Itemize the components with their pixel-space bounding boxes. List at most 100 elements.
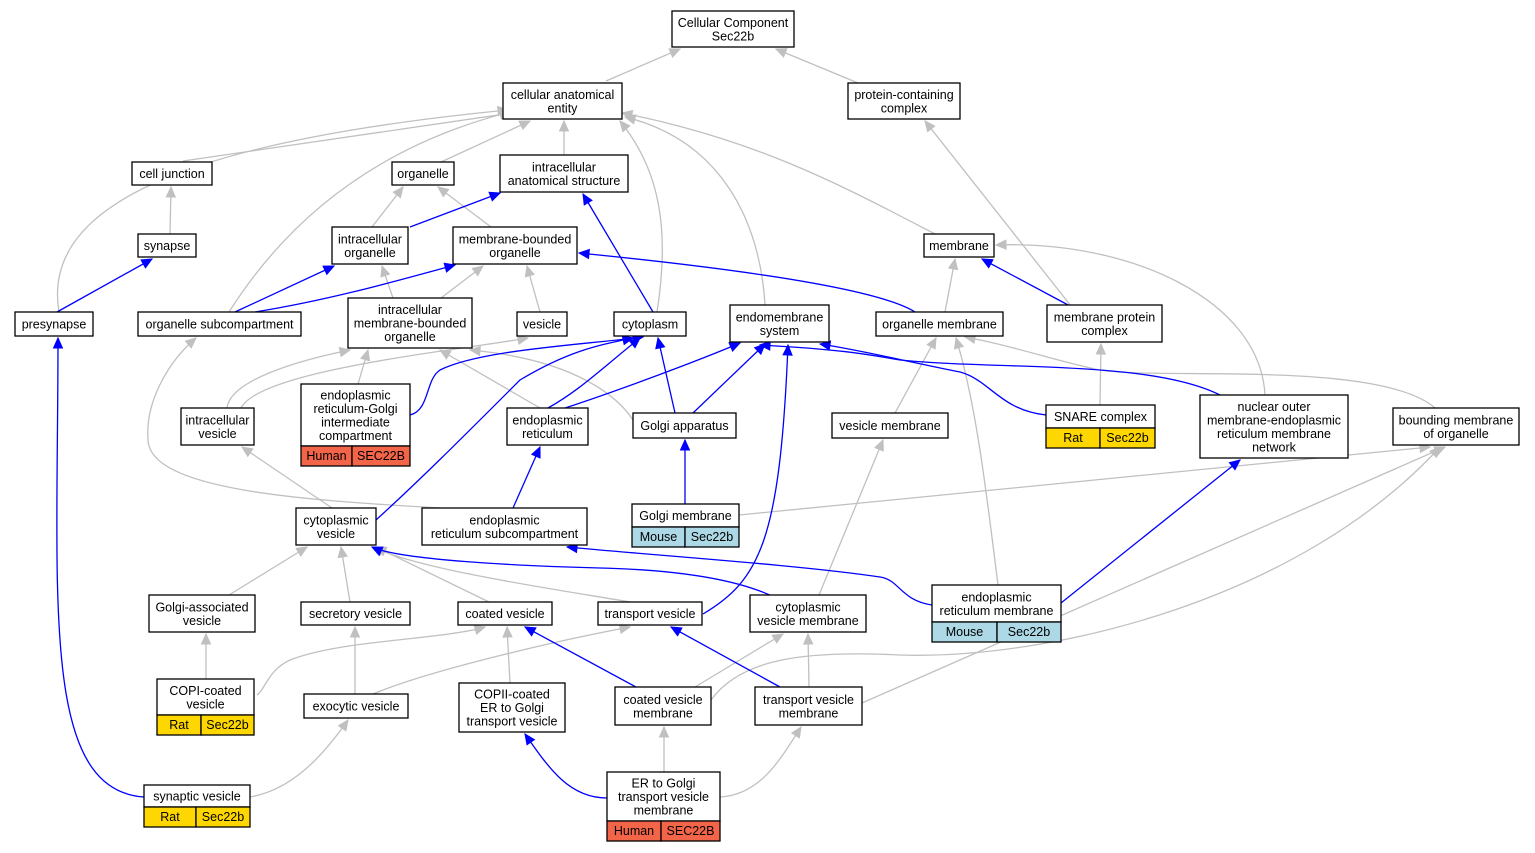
node-label: endoplasmic xyxy=(320,388,390,402)
go-term-node-synapse[interactable]: synapse xyxy=(137,233,197,258)
part-of-edge xyxy=(524,733,608,799)
go-term-node-cytoplasm[interactable]: cytoplasm xyxy=(613,311,687,337)
go-term-node-ergic[interactable]: endoplasmicreticulum-Golgiintermediateco… xyxy=(300,383,411,467)
go-term-node-vesicle[interactable]: vesicle xyxy=(516,311,568,337)
arrowhead xyxy=(437,186,450,198)
arrowhead xyxy=(771,633,785,644)
go-term-node-osc[interactable]: organelle subcompartment xyxy=(137,311,302,337)
node-label: synaptic vesicle xyxy=(153,790,241,804)
node-box xyxy=(516,311,568,337)
arrowhead xyxy=(558,119,570,132)
node-label: complex xyxy=(1081,324,1128,338)
node-box xyxy=(303,693,409,719)
arrowhead xyxy=(337,545,348,559)
arrowhead xyxy=(524,732,536,746)
arrowhead xyxy=(582,192,593,206)
is-a-edge xyxy=(372,546,631,603)
go-term-node-sv[interactable]: secretory vesicle xyxy=(300,601,411,626)
go-term-node-organelle[interactable]: organelle xyxy=(391,161,455,186)
arrowhead xyxy=(140,258,154,269)
is-a-edge xyxy=(228,546,308,596)
part-of-edge xyxy=(578,252,916,313)
is-a-edge xyxy=(240,337,529,409)
node-label: organelle xyxy=(397,167,448,181)
node-box xyxy=(831,412,949,439)
go-term-node-golgi[interactable]: Golgi apparatus xyxy=(632,412,737,439)
is-a-edge xyxy=(818,439,884,596)
gene-label: Sec22b xyxy=(1106,431,1148,445)
arrowhead xyxy=(443,262,457,273)
node-box xyxy=(606,771,721,822)
node-label: endoplasmic xyxy=(961,590,1031,604)
go-term-node-presyn[interactable]: presynapse xyxy=(14,311,94,337)
go-term-node-vm[interactable]: vesicle membrane xyxy=(831,412,949,439)
part-of-edge xyxy=(524,626,637,688)
is-a-edge xyxy=(372,626,631,695)
arrowhead xyxy=(728,342,742,352)
part-of-edge xyxy=(409,336,644,416)
node-box xyxy=(931,584,1062,623)
node-box xyxy=(295,507,377,546)
is-a-edge xyxy=(147,337,441,509)
go-term-node-om[interactable]: organelle membrane xyxy=(875,311,1004,337)
node-label: membrane-bounded xyxy=(459,232,572,246)
node-box xyxy=(14,311,94,337)
node-label: cell junction xyxy=(139,167,204,181)
node-label: organelle membrane xyxy=(882,318,997,332)
is-a-edge xyxy=(439,349,541,409)
arrowhead xyxy=(359,348,371,362)
node-box xyxy=(300,383,411,447)
go-term-node-nuc[interactable]: nuclear outermembrane-endoplasmicreticul… xyxy=(1199,394,1349,459)
go-term-node-cj[interactable]: cell junction xyxy=(131,161,213,186)
arrowhead xyxy=(577,248,590,260)
go-term-node-tv[interactable]: transport vesicle xyxy=(597,601,703,626)
arrowhead xyxy=(524,264,535,278)
node-label: endoplasmic xyxy=(469,513,539,527)
go-term-node-exo[interactable]: exocytic vesicle xyxy=(303,693,409,719)
arrowhead xyxy=(184,337,197,349)
gene-label: SEC22B xyxy=(357,449,405,463)
part-of-edge xyxy=(692,343,766,414)
node-label: transport vesicle xyxy=(604,607,695,621)
node-label: coated vesicle xyxy=(465,607,544,621)
is-a-edge xyxy=(694,633,784,688)
arrowhead xyxy=(502,625,513,638)
part-of-edge xyxy=(1060,459,1241,604)
node-box xyxy=(180,407,255,446)
arrowhead xyxy=(322,265,336,276)
arrowhead xyxy=(530,445,541,459)
go-term-node-coatv[interactable]: coated vesicle xyxy=(457,601,553,626)
arrowhead xyxy=(468,345,481,357)
go-term-node-membrane[interactable]: membrane xyxy=(923,233,995,258)
part-of-edge xyxy=(547,337,641,409)
